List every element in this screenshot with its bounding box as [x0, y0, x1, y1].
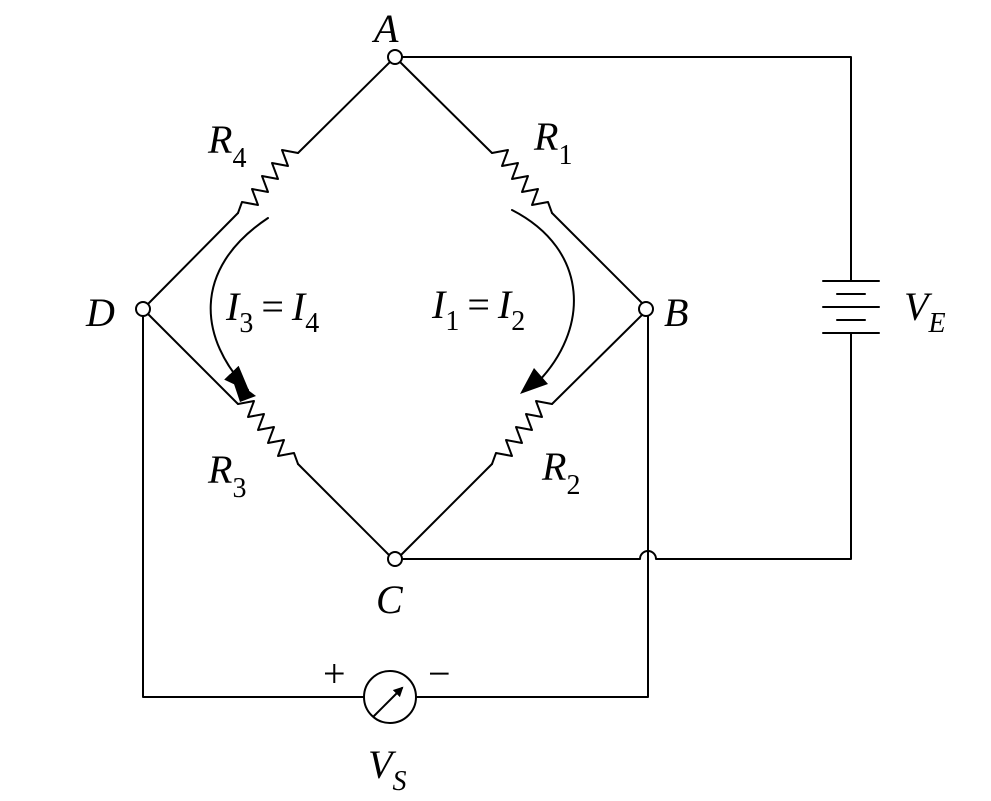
branch-r2: [400, 312, 645, 556]
branch-r3: [146, 312, 390, 556]
node-label-c: C: [376, 577, 404, 622]
node-a: [387, 49, 403, 65]
node-label-d: D: [85, 290, 115, 335]
current-arrowhead-left: [232, 378, 256, 402]
node-b: [638, 301, 654, 317]
label-r3: R3: [207, 447, 246, 504]
label-r1: R1: [533, 114, 572, 171]
current-label-right: I1=I2: [431, 282, 525, 337]
resistor-r2: [491, 400, 553, 465]
node-label-a: A: [371, 6, 399, 51]
current-arrowhead-right: [520, 368, 548, 394]
label-r4: R4: [207, 117, 246, 174]
node-label-b: B: [664, 290, 688, 335]
meter-plus-sign: +: [323, 651, 346, 696]
node-d: [135, 301, 151, 317]
current-label-left: I3=I4: [225, 284, 319, 339]
branch-r1: [396, 58, 645, 306]
resistor-r4: [237, 149, 299, 214]
meter-loop: [142, 312, 649, 698]
supply-loop: [400, 56, 852, 560]
node-c: [387, 551, 403, 567]
voltmeter-vs: [363, 670, 417, 724]
meter-minus-sign: −: [428, 651, 451, 696]
resistor-r1: [491, 149, 553, 214]
current-arrow-right: [511, 209, 575, 385]
current-arrow-left: [209, 217, 269, 392]
resistor-r3: [237, 400, 299, 465]
label-vs: VS: [368, 742, 406, 797]
battery-ve: [822, 280, 880, 334]
label-r2: R2: [541, 444, 580, 501]
label-ve: VE: [904, 284, 946, 339]
branch-r4: [146, 58, 394, 306]
